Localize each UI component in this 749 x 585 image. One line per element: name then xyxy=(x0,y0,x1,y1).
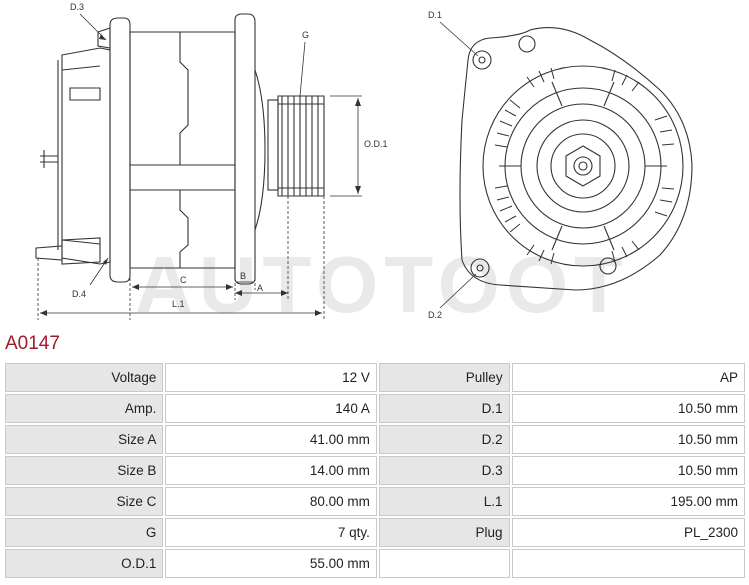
spec-label: G xyxy=(5,518,164,547)
mount-hole-d2 xyxy=(470,258,490,278)
spec-value-2: 10.50 mm xyxy=(511,394,745,423)
label-c: C xyxy=(180,275,187,285)
mount-hole-d1 xyxy=(472,50,492,70)
spec-label: Amp. xyxy=(5,394,164,423)
spec-value: 12 V xyxy=(165,363,377,392)
alternator-technical-drawing: D.3 D.4 G O.D.1 C B A L.1 D.1 D.2 xyxy=(35,2,693,320)
spec-label-2: L.1 xyxy=(378,487,510,516)
label-od1: O.D.1 xyxy=(364,139,388,149)
label-d4: D.4 xyxy=(72,289,86,299)
rear-housing xyxy=(61,47,111,265)
spec-value-2: PL_2300 xyxy=(511,518,745,547)
label-l1: L.1 xyxy=(172,299,185,309)
spec-label-2: D.2 xyxy=(378,425,510,454)
pulley xyxy=(277,95,325,197)
front-flange xyxy=(459,27,693,291)
spec-label: Size C xyxy=(5,487,164,516)
stator-body xyxy=(129,31,236,269)
spec-label-2 xyxy=(378,549,510,578)
spec-label: Voltage xyxy=(5,363,164,392)
spec-label: Size A xyxy=(5,425,164,454)
spec-value-2: 10.50 mm xyxy=(511,456,745,485)
label-d2: D.2 xyxy=(428,310,442,320)
spec-value: 14.00 mm xyxy=(165,456,377,485)
spec-label-2: D.3 xyxy=(378,456,510,485)
label-d1: D.1 xyxy=(428,10,442,20)
spec-value-2: 195.00 mm xyxy=(511,487,745,516)
label-a: A xyxy=(257,283,263,293)
spec-value: 80.00 mm xyxy=(165,487,377,516)
spec-value-2: AP xyxy=(511,363,745,392)
front-bracket xyxy=(234,13,256,285)
spec-label: Size B xyxy=(5,456,164,485)
label-g: G xyxy=(302,30,309,40)
spec-value-2: 10.50 mm xyxy=(511,425,745,454)
label-d3: D.3 xyxy=(70,2,84,12)
shaft-nut xyxy=(565,145,601,187)
spec-label-2: Plug xyxy=(378,518,510,547)
spec-value-2 xyxy=(511,549,745,578)
spec-label: O.D.1 xyxy=(5,549,164,578)
spec-value: 140 A xyxy=(165,394,377,423)
spec-value: 41.00 mm xyxy=(165,425,377,454)
label-b: B xyxy=(240,271,246,281)
rear-bracket xyxy=(109,17,131,283)
front-pulley-disk xyxy=(520,103,646,229)
part-number: A0147 xyxy=(5,333,60,354)
spec-value: 55.00 mm xyxy=(165,549,377,578)
spec-value: 7 qty. xyxy=(165,518,377,547)
spec-label-2: Pulley xyxy=(378,363,510,392)
spec-label-2: D.1 xyxy=(378,394,510,423)
